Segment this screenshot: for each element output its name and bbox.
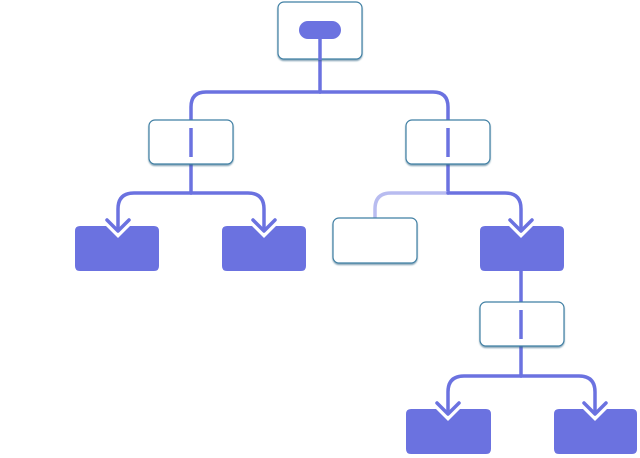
edge-decision-left-to-leaf-1 (116, 191, 193, 232)
arrow-head-leaf-2 (251, 218, 277, 233)
arrow-head-leaf-3 (508, 218, 534, 233)
node-leaf-1[interactable] (75, 226, 159, 271)
edge-decision-right-to-leaf-3 (446, 191, 523, 232)
edge-decision-lower-to-leaf-5 (519, 374, 597, 415)
edge-decision-right-to-empty-node (373, 191, 450, 220)
node-root[interactable] (277, 1, 363, 60)
edge-root-to-decision-left (189, 90, 322, 162)
arrow-head-leaf-5 (582, 401, 608, 416)
node-decision-right[interactable] (405, 119, 491, 165)
node-leaf-2[interactable] (222, 226, 306, 271)
node-decision-lower[interactable] (479, 301, 565, 347)
node-empty[interactable] (332, 217, 418, 264)
node-leaf-5[interactable] (554, 409, 637, 454)
arrow-head-leaf-4 (435, 401, 461, 416)
edge-decision-left-to-leaf-2 (189, 191, 266, 232)
node-decision-left[interactable] (148, 119, 234, 165)
root-pill-icon (299, 21, 341, 39)
edge-decision-lower-to-leaf-4 (446, 374, 523, 415)
arrow-head-leaf-1 (105, 218, 131, 233)
node-leaf-3[interactable] (480, 226, 564, 271)
edge-root-to-decision-right (318, 90, 450, 162)
node-leaf-4[interactable] (406, 409, 491, 454)
